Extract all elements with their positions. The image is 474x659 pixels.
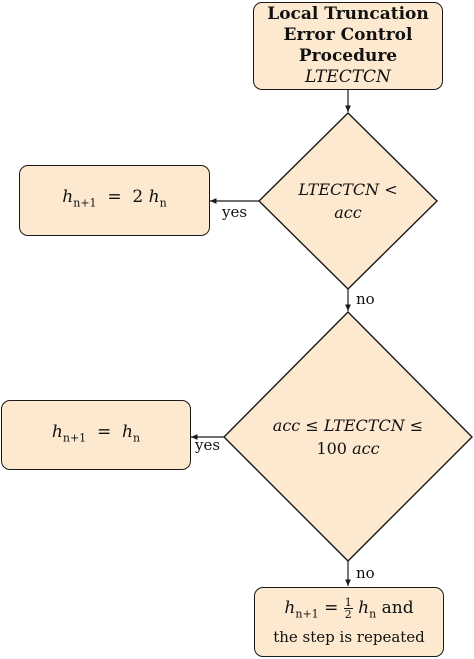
formula-factor: 2 [132, 187, 144, 208]
start-symbol: LTECTCN [305, 67, 391, 87]
formula-lhs: h [62, 187, 74, 208]
start-title-line: Local Truncation [267, 4, 429, 24]
result-half-caption: the step is repeated [273, 627, 425, 646]
fraction-numerator: 1 [343, 596, 353, 610]
formula-lhs-sub: n+1 [295, 607, 319, 621]
decision1-symbol: LTECTCN [298, 180, 380, 199]
formula-lhs: h [51, 421, 63, 442]
decision2-coef: 100 [316, 439, 347, 458]
decision1-text: LTECTCN < acc [270, 178, 426, 224]
edge-label-no-2: no [356, 564, 375, 582]
decision2-text: acc ≤ LTECTCN ≤ 100 acc [250, 414, 446, 460]
decision2-op2: ≤ [409, 416, 424, 435]
formula-lhs-sub: n+1 [73, 196, 97, 210]
formula-rhs-sub: n [133, 431, 141, 445]
decision2-op1: ≤ [305, 416, 319, 435]
start-title-line: Error Control [283, 25, 413, 45]
decision2-mid: LTECTCN [323, 416, 405, 435]
formula-equals: = [324, 598, 339, 619]
formula-rhs-sub: n [369, 607, 377, 621]
formula-rhs-sub: n [159, 196, 167, 210]
formula-rhs: h [358, 598, 370, 619]
start-box: Local Truncation Error Control Procedure… [253, 2, 443, 90]
edge-label-yes-2: yes [195, 436, 221, 454]
result-same-formula: hn+1 = hn [52, 420, 140, 450]
formula-rhs: h [122, 421, 133, 442]
edge-label-yes-1: yes [222, 203, 248, 221]
formula-lhs-sub: n+1 [62, 431, 87, 445]
result-same-step-box: hn+1 = hn [1, 400, 191, 470]
decision1-operator: < [384, 180, 398, 199]
decision1-threshold: acc [334, 203, 362, 222]
formula-equals: = [107, 187, 122, 208]
decision2-right: acc [352, 439, 380, 458]
edge-label-no-1: no [356, 290, 375, 308]
decision2-left: acc [272, 416, 301, 435]
fraction-denominator: 2 [344, 608, 352, 622]
formula-lhs: h [284, 598, 296, 619]
start-title-line: Procedure [298, 46, 398, 66]
formula-equals: = [96, 421, 112, 442]
formula-tail: and [381, 598, 414, 619]
result-double-formula: hn+1 = 2 hn [62, 185, 166, 215]
formula-rhs: h [148, 187, 160, 208]
result-double-step-box: hn+1 = 2 hn [19, 165, 210, 236]
